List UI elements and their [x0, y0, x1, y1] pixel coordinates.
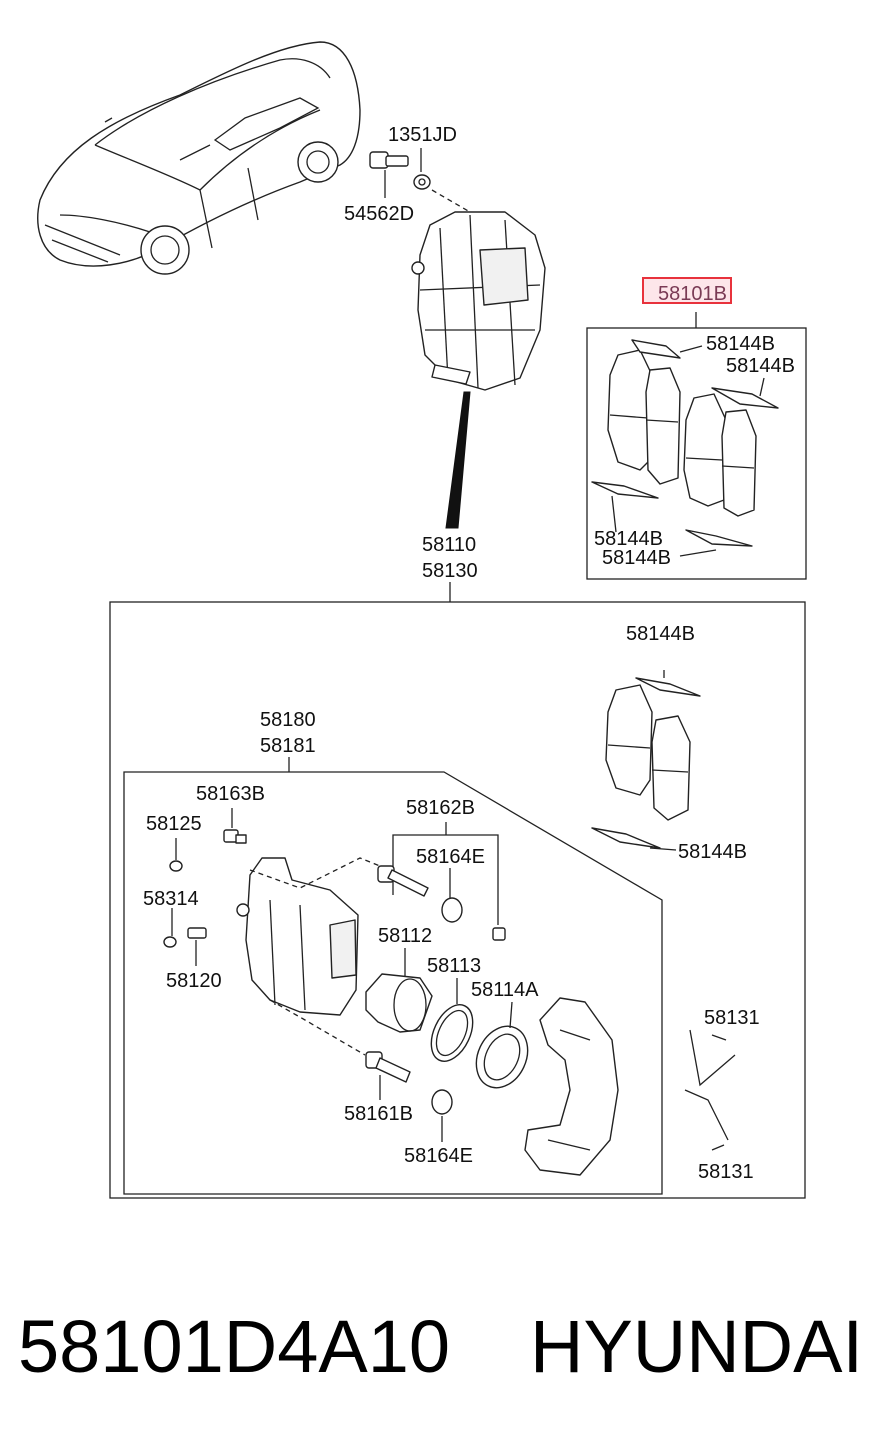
boot-lower-58164e: [431, 1089, 453, 1115]
label-58144b-d: 58144B: [602, 547, 671, 569]
guide-pin-lower-58161b: [365, 1051, 411, 1083]
main-assembly-frame: [109, 582, 806, 1199]
highlight-box: [642, 277, 732, 304]
label-54562d: 54562D: [344, 203, 414, 225]
label-58125: 58125: [146, 813, 202, 835]
bleeder-bolt-58163b: [223, 829, 247, 844]
label-58181: 58181: [260, 735, 316, 757]
label-58144b-b: 58144B: [726, 355, 795, 377]
label-58144b-f: 58144B: [678, 841, 747, 863]
caliper-bracket: [524, 997, 619, 1176]
guide-pin-upper: [377, 865, 429, 897]
label-58101b: 58101B: [658, 283, 727, 305]
label-58131-lower: 58131: [698, 1161, 754, 1183]
boot-upper-58164e: [441, 897, 463, 923]
label-58131-upper: 58131: [704, 1007, 760, 1029]
caliper-housing: [236, 857, 391, 1056]
part-number-caption: 58101D4A10: [18, 1305, 451, 1388]
label-58144b-e: 58144B: [626, 623, 695, 645]
label-58163b: 58163B: [196, 783, 265, 805]
label-58314: 58314: [143, 888, 199, 910]
brand-caption: HYUNDAI: [530, 1305, 864, 1388]
brake-pads-set: [591, 670, 701, 851]
small-cap: [492, 927, 506, 941]
screw-58120: [187, 927, 207, 939]
label-58144b-c: 58144B: [594, 528, 663, 550]
label-58144b-a: 58144B: [706, 333, 775, 355]
pad-kit-box: [586, 312, 807, 580]
label-58113: 58113: [427, 955, 481, 977]
label-58180: 58180: [260, 709, 316, 731]
label-58120: 58120: [166, 970, 222, 992]
washer-1351jd: [413, 174, 431, 190]
label-58162b: 58162B: [406, 797, 475, 819]
car-illustration: [37, 41, 361, 275]
dust-boot-58114a: [475, 1025, 529, 1089]
label-58114a: 58114A: [471, 979, 539, 1001]
piston-seal-58113: [430, 1004, 474, 1062]
caliper-assembly-illustration: [369, 148, 546, 529]
bleeder-plug-58125: [169, 860, 183, 872]
label-58164e-lower: 58164E: [404, 1145, 473, 1167]
label-58164e-upper: 58164E: [416, 846, 485, 868]
label-58130: 58130: [422, 560, 478, 582]
label-1351jd: 1351JD: [388, 124, 457, 146]
bolt-54562d: [369, 151, 409, 169]
cap-58314: [163, 936, 177, 948]
springs-58131: [684, 1029, 736, 1151]
label-58112: 58112: [378, 925, 432, 947]
label-58110: 58110: [422, 534, 476, 556]
label-58161b: 58161B: [344, 1103, 413, 1125]
leader-lines: [171, 808, 513, 1142]
pointer-wedge: [445, 391, 471, 529]
piston-58112: [365, 973, 433, 1033]
